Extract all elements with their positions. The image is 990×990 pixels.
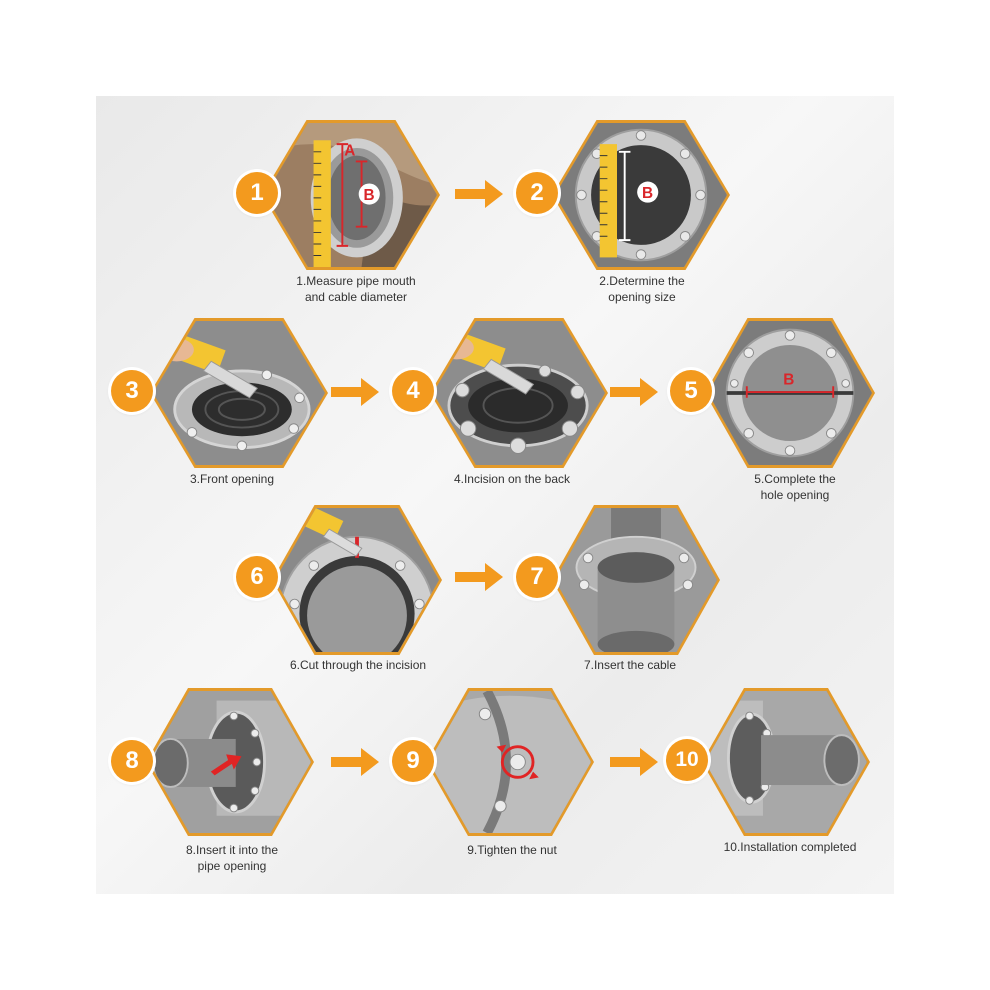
step-7-badge: 7 — [516, 556, 558, 598]
right-arrow-icon — [610, 748, 658, 776]
measure-pipe-illustration: A B — [265, 123, 437, 267]
step-1-badge: 1 — [236, 172, 278, 214]
back-incision-illustration — [433, 321, 605, 465]
step-8-image — [146, 688, 314, 836]
opening-size-illustration: B — [555, 123, 727, 267]
right-arrow-icon — [455, 180, 503, 208]
right-arrow-icon — [610, 378, 658, 406]
step-9-image — [426, 688, 594, 836]
step-2-image: B — [552, 120, 730, 270]
step-6-image — [272, 505, 442, 655]
step-4-image — [430, 318, 608, 468]
step-10-badge: 10 — [666, 739, 708, 781]
step-5-badge: 5 — [670, 370, 712, 412]
step-10-caption: 10.Installation completed — [723, 840, 857, 854]
right-arrow-icon — [455, 563, 503, 591]
label-b: B — [783, 371, 794, 388]
step-5-caption: 5.Complete the hole opening — [754, 472, 836, 502]
step-1-caption: 1.Measure pipe mouth and cable diameter — [296, 274, 416, 304]
label-b: B — [363, 187, 374, 204]
step-6-badge: 6 — [236, 556, 278, 598]
step-4-badge: 4 — [392, 370, 434, 412]
step-6-caption: 6.Cut through the incision — [289, 658, 427, 672]
label-b: B — [642, 185, 653, 202]
step-7-image — [552, 505, 720, 655]
step-8-badge: 8 — [111, 740, 153, 782]
step-9-badge: 9 — [392, 740, 434, 782]
tighten-nut-illustration — [429, 691, 591, 833]
step-8-caption: 8.Insert it into the pipe opening — [185, 843, 279, 873]
step-3-badge: 3 — [111, 370, 153, 412]
cut-incision-illustration — [275, 508, 439, 652]
insert-pipe-illustration — [149, 691, 311, 833]
label-a: A — [344, 143, 355, 160]
right-arrow-icon — [331, 748, 379, 776]
insert-cable-illustration — [555, 508, 717, 652]
right-arrow-icon — [331, 378, 379, 406]
step-9-caption: 9.Tighten the nut — [467, 843, 557, 857]
front-opening-illustration — [153, 321, 325, 465]
step-4-caption: 4.Incision on the back — [453, 472, 571, 486]
step-3-caption: 3.Front opening — [189, 472, 275, 486]
hole-opening-illustration: B — [708, 321, 872, 465]
step-2-caption: 2.Determine the opening size — [599, 274, 685, 304]
step-2-badge: 2 — [516, 172, 558, 214]
step-7-caption: 7.Insert the cable — [583, 658, 677, 672]
